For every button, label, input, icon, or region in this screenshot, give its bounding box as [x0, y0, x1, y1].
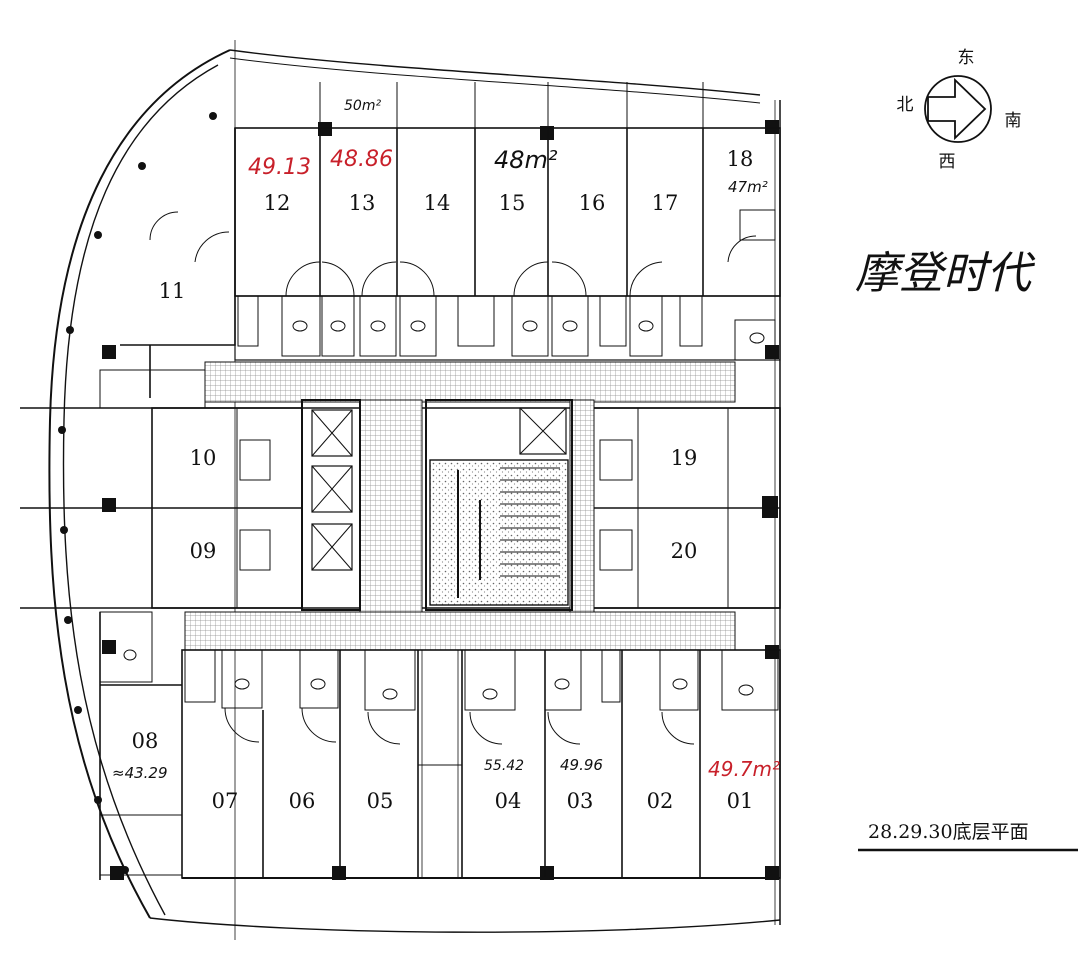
unit-08-label: 08: [132, 729, 159, 753]
unit-05-label: 05: [367, 789, 394, 813]
note-unit-12-area: 49.13: [248, 155, 311, 180]
unit-16-label: 16: [579, 191, 606, 215]
note-unit-18-area: 47m²: [728, 178, 768, 196]
compass-west: 西: [939, 152, 956, 172]
unit-03-label: 03: [567, 789, 594, 813]
compass-ring: [924, 75, 992, 143]
top-row-fixtures: [194, 209, 776, 361]
plan-title: 28.29.30底层平面: [868, 821, 1029, 843]
note-unit-01-area: 49.7m²: [708, 757, 780, 781]
compass-east: 东: [958, 48, 975, 68]
note-unit-08-area: ≈43.29: [112, 764, 168, 782]
facade-columns: [58, 112, 779, 880]
note-top-corridor: 50m²: [344, 98, 381, 114]
unit-07-label: 07: [212, 789, 239, 813]
core: [301, 399, 573, 611]
area-notes: 50m² 49.13 48.86 48m² 47m² ≈43.29 55.42 …: [112, 98, 780, 782]
unit-15-label: 15: [499, 191, 526, 215]
side-units: [151, 407, 781, 609]
bottom-row-units: [181, 649, 781, 879]
unit-labels: 01 02 03 04 05 06 07 08 09 10 11 12 13 1…: [132, 147, 754, 813]
note-unit-04-area: 55.42: [484, 758, 524, 774]
stair-core: [429, 459, 569, 606]
unit-18-label: 18: [727, 147, 754, 171]
note-unit-13-area: 48.86: [330, 147, 393, 172]
unit-06-label: 06: [289, 789, 316, 813]
unit-14-label: 14: [424, 191, 451, 215]
plan-title-block: 28.29.30底层平面: [858, 821, 1078, 852]
unit-11-label: 11: [159, 279, 186, 303]
unit-20-label: 20: [671, 539, 698, 563]
corridors: [184, 361, 736, 651]
compass-north: 北: [897, 95, 914, 115]
unit-02-label: 02: [647, 789, 674, 813]
top-row-units: [234, 82, 781, 361]
unit-10-label: 10: [190, 446, 217, 470]
note-unit-15-area: 48m²: [494, 146, 558, 174]
note-unit-03-area: 49.96: [560, 756, 603, 774]
unit-12-label: 12: [264, 191, 291, 215]
compass-arrow-icon: [927, 77, 987, 141]
unit-01-label: 01: [727, 789, 754, 813]
bottom-row-fixtures: [123, 649, 779, 745]
unit-17-label: 17: [652, 191, 679, 215]
unit-09-label: 09: [190, 539, 217, 563]
unit-04-label: 04: [495, 789, 522, 813]
compass: 东 南 西 北: [897, 48, 1022, 172]
unit-13-label: 13: [349, 191, 376, 215]
unit-19-label: 19: [671, 446, 698, 470]
brand-note: 摩登时代: [855, 248, 1036, 299]
compass-south: 南: [1005, 111, 1022, 131]
